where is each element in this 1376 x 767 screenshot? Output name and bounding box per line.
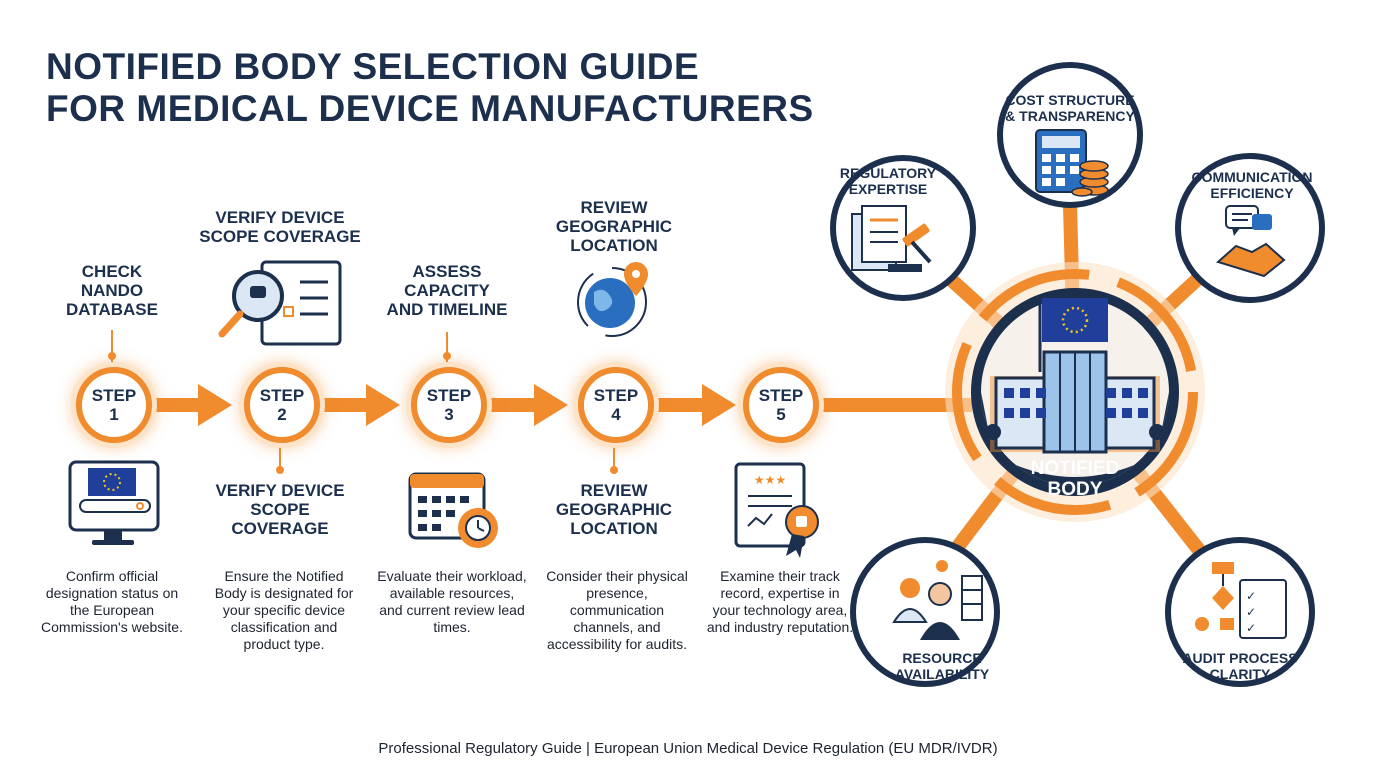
magnifier-document-icon (218, 260, 342, 346)
step-2-description: Ensure the Notified Body is designated f… (214, 568, 354, 652)
step-5-circle: STEP 5 (743, 367, 819, 443)
title-line-1: NOTIFIED BODY SELECTION GUIDE (46, 46, 700, 87)
satellite-regulatory-expertise-label: REGULATORY EXPERTISE (839, 165, 937, 197)
step-3-circle: STEP 3 (411, 367, 487, 443)
flowchart-checklist-icon: ✓ ✓ ✓ (1195, 562, 1287, 639)
page-title: NOTIFIED BODY SELECTION GUIDE FOR MEDICA… (46, 46, 814, 130)
step-4-number: 4 (611, 405, 621, 424)
hub-label: NOTIFIED BODY (1030, 458, 1120, 500)
step-4-word: STEP (593, 386, 639, 405)
step-5-number: 5 (776, 405, 786, 424)
step-4-top-label: REVIEW GEOGRAPHIC LOCATION (555, 198, 673, 255)
svg-text:★★★: ★★★ (754, 473, 786, 487)
satellite-audit-process-label: AUDIT PROCESS CLARITY (1182, 650, 1298, 682)
step-1-top-label: CHECK NANDO DATABASE (66, 262, 158, 319)
notified-body-hub (945, 262, 1205, 522)
svg-text:✓: ✓ (1246, 589, 1256, 603)
svg-text:✓: ✓ (1246, 605, 1256, 619)
satellite-cost-structure-label: COST STRUCTURE & TRANSPARENCY (1005, 92, 1135, 124)
step-2-bottom-label: VERIFY DEVICE SCOPE COVERAGE (215, 481, 345, 538)
step-arrows (150, 384, 972, 426)
step-4-bottom-label: REVIEW GEOGRAPHIC LOCATION (555, 481, 673, 538)
step-2-top-label: VERIFY DEVICE SCOPE COVERAGE (199, 208, 361, 246)
chat-handshake-icon (1216, 205, 1286, 278)
step-3-top-label: ASSESS CAPACITY AND TIMELINE (386, 262, 508, 319)
svg-text:✓: ✓ (1246, 621, 1256, 635)
step-1-number: 1 (109, 405, 119, 424)
label-connectors (108, 330, 618, 474)
step-2-word: STEP (259, 386, 305, 405)
step-3-word: STEP (426, 386, 472, 405)
footer-text: Professional Regulatory Guide | European… (378, 740, 998, 757)
documents-gavel-icon (851, 205, 932, 272)
step-4-circle: STEP 4 (578, 367, 654, 443)
satellite-resource-availability-label: RESOURCE AVAILABILITY (894, 650, 990, 682)
satellite-communication-efficiency-label: COMMUNICATION EFFICIENCY (1191, 169, 1313, 201)
globe-pin-icon (577, 262, 648, 337)
step-2-circle: STEP 2 (244, 367, 320, 443)
calendar-gear-icon (408, 472, 498, 548)
step-1-description: Confirm official designation status on t… (41, 568, 183, 635)
step-5-description: Examine their track record, expertise in… (706, 568, 854, 635)
step-3-description: Evaluate their workload, available resou… (377, 568, 527, 635)
title-line-2: FOR MEDICAL DEVICE MANUFACTURERS (46, 88, 814, 129)
step-1-circle: STEP 1 (76, 367, 152, 443)
calculator-coins-icon (1035, 129, 1109, 197)
monitor-icon (68, 460, 160, 545)
step-2-number: 2 (277, 405, 287, 424)
step-1-word: STEP (91, 386, 137, 405)
certificate-badge-icon: ★★★ (734, 462, 819, 558)
team-server-icon (892, 560, 983, 640)
step-4-description: Consider their physical presence, commun… (546, 568, 688, 652)
step-3-number: 3 (444, 405, 454, 424)
step-5-word: STEP (758, 386, 804, 405)
